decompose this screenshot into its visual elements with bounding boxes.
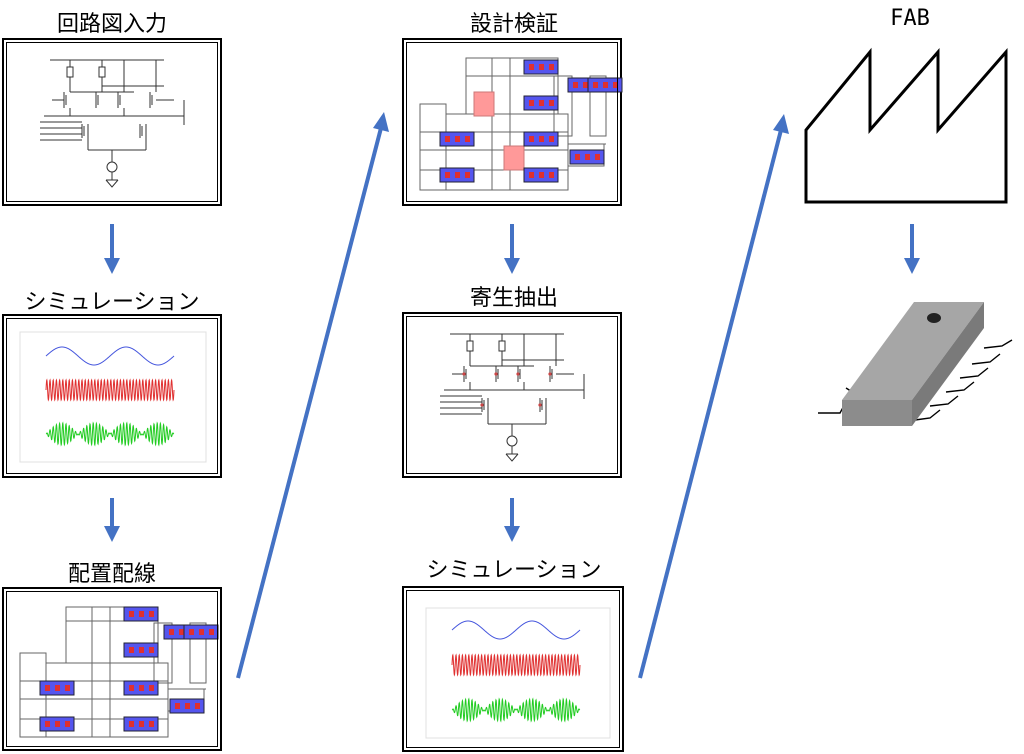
schematic-panel [2, 38, 222, 206]
high-frequency-waveform [45, 378, 175, 402]
arrow-head [504, 526, 520, 542]
extraction-panel [402, 312, 622, 478]
contact-cell [439, 167, 475, 183]
contact-cell [123, 716, 159, 732]
diagonal-arrow-layout-to-verification [236, 127, 383, 679]
arrow-head [773, 114, 789, 134]
simulation-panel-2 [402, 586, 624, 752]
verification-diagram [419, 57, 623, 191]
waveform-plot-2 [425, 607, 611, 739]
ic-chip-icon [818, 302, 1013, 426]
pin1-marker [927, 313, 941, 323]
step-title-extraction: 寄生抽出 [469, 286, 558, 311]
contact-cell [523, 59, 559, 75]
modulated-waveform [45, 421, 175, 447]
sine-waveform [451, 620, 581, 640]
contact-cell [123, 642, 159, 658]
factory-icon [804, 47, 1008, 204]
arrow-head [104, 526, 120, 542]
step-title-layout: 配置配線 [67, 562, 156, 587]
extraction-diagram [440, 333, 585, 462]
step-title-verification: 設計検証 [469, 12, 558, 37]
contact-cell [123, 680, 159, 696]
verification-panel [402, 38, 623, 206]
contact-cell [587, 77, 623, 93]
arrow-head [373, 112, 389, 132]
contact-cell [523, 167, 559, 183]
drc-error-marker [473, 91, 495, 117]
step-title-schematic: 回路図入力 [56, 12, 167, 37]
contact-cell [39, 716, 75, 732]
contact-cell [169, 698, 205, 714]
contact-cell [569, 149, 605, 165]
waveform-plot-1 [19, 331, 207, 463]
step-title-simulation-1: シミュレーション [24, 290, 200, 315]
arrow-head [104, 258, 120, 274]
contact-cell [39, 680, 75, 696]
sine-waveform [45, 346, 175, 366]
contact-cell [523, 95, 559, 111]
contact-cell [183, 624, 219, 640]
diagonal-arrow-simulation-to-fab [638, 129, 783, 679]
contact-cell [123, 606, 159, 622]
simulation-panel-1 [2, 314, 222, 478]
arrow-head [504, 258, 520, 274]
layout-panel [2, 587, 222, 751]
drc-error-marker [503, 145, 525, 171]
contact-cell [439, 131, 475, 147]
step-title-simulation-2: シミュレーション [426, 558, 602, 583]
step-title-fab: FAB [890, 6, 930, 31]
layout-diagram [19, 606, 219, 738]
arrow-head [904, 258, 920, 274]
contact-cell [523, 131, 559, 147]
schematic-diagram [40, 59, 185, 188]
high-frequency-waveform [451, 653, 581, 677]
modulated-waveform [451, 697, 581, 723]
